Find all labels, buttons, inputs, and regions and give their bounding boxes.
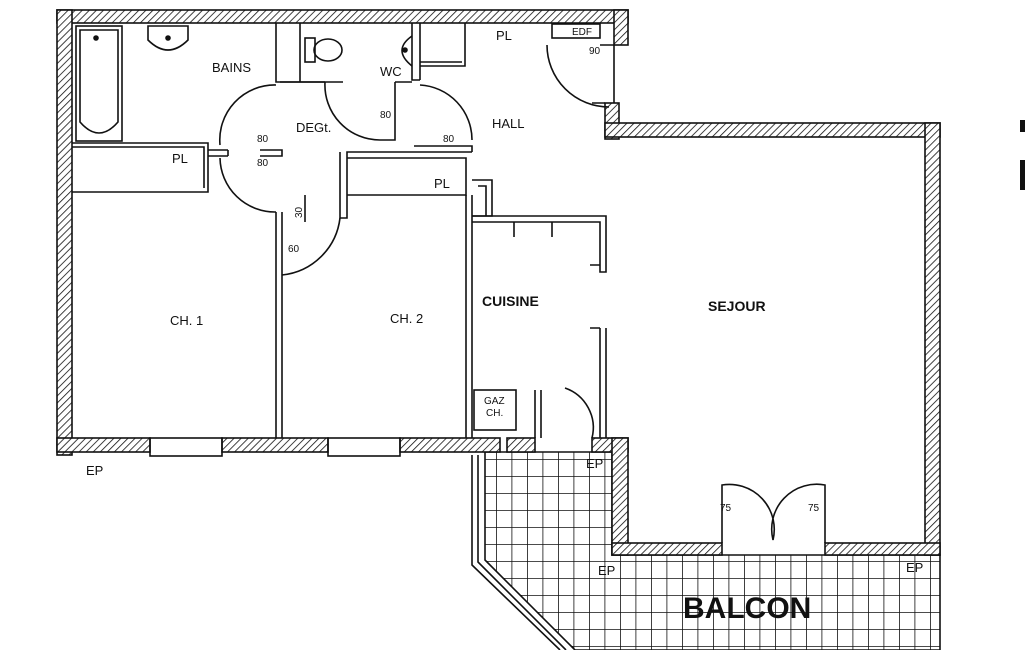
edge-marks [1020,120,1025,190]
label-pl-hall: PL [496,28,512,43]
label-edf: EDF [572,27,592,38]
label-pl-mid: PL [434,176,450,191]
dim-hall: 80 [443,134,455,145]
toilet [304,37,343,63]
edf-box [551,23,601,39]
dim-ch2: 60 [288,244,300,255]
room-label-balcon: BALCON [683,592,811,625]
drain-ep-3: EP [598,563,615,578]
drain-ep-1: EP [86,463,103,478]
room-label-ch2: CH. 2 [390,311,423,326]
exterior-walls [56,9,941,556]
gaz-box [473,389,517,431]
drain-ep-2: EP [586,456,603,471]
dim-placard: 30 [294,206,305,218]
dim-balcon-left: 75 [720,503,732,514]
room-label-cuisine: CUISINE [482,293,539,309]
drain-ep-4: EP [906,560,923,575]
dim-balcon-right: 75 [808,503,820,514]
dim-ch1: 80 [257,158,269,169]
wc-sink [401,35,413,67]
room-label-ch1: CH. 1 [170,313,203,328]
room-label-sejour: SEJOUR [708,298,766,314]
room-label-bains: BAINS [212,60,251,75]
label-gaz: GAZ [484,396,505,407]
bathtub [75,25,123,142]
door-swings [218,44,826,543]
label-ch: CH. [486,408,503,419]
windows [149,437,401,457]
room-label-wc: WC [380,64,402,79]
label-pl-left: PL [172,151,188,166]
dim-bains: 80 [257,134,269,145]
sink [147,25,189,51]
interior-walls [72,23,614,438]
room-label-hall: HALL [492,116,525,131]
room-label-degt: DEGt. [296,120,331,135]
dim-wc: 80 [380,110,392,121]
dim-entry: 90 [589,46,601,57]
